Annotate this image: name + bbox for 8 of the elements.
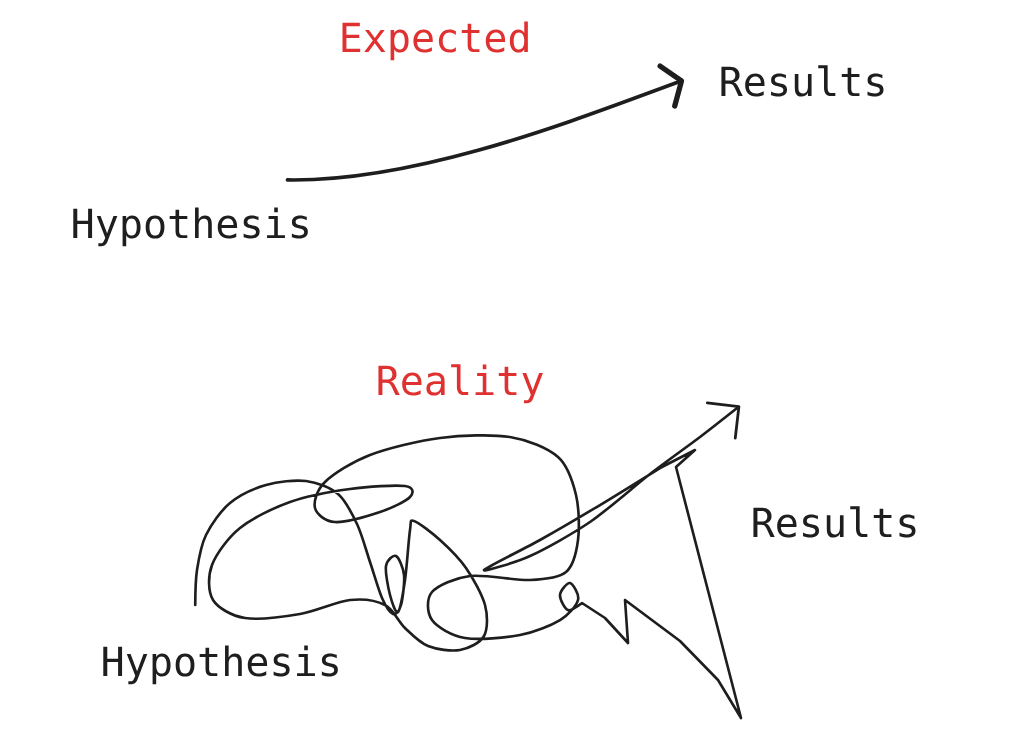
node-text: Hypothesis (103, 645, 338, 685)
scribble-arrow (193, 401, 743, 720)
curved-arrow (285, 63, 685, 182)
node-text: Hypothesis (73, 207, 308, 247)
heading-text: Reality (378, 364, 543, 404)
heading-text: Expected (342, 21, 528, 61)
node-text: Results (721, 65, 884, 97)
node-text: Results (753, 506, 916, 538)
